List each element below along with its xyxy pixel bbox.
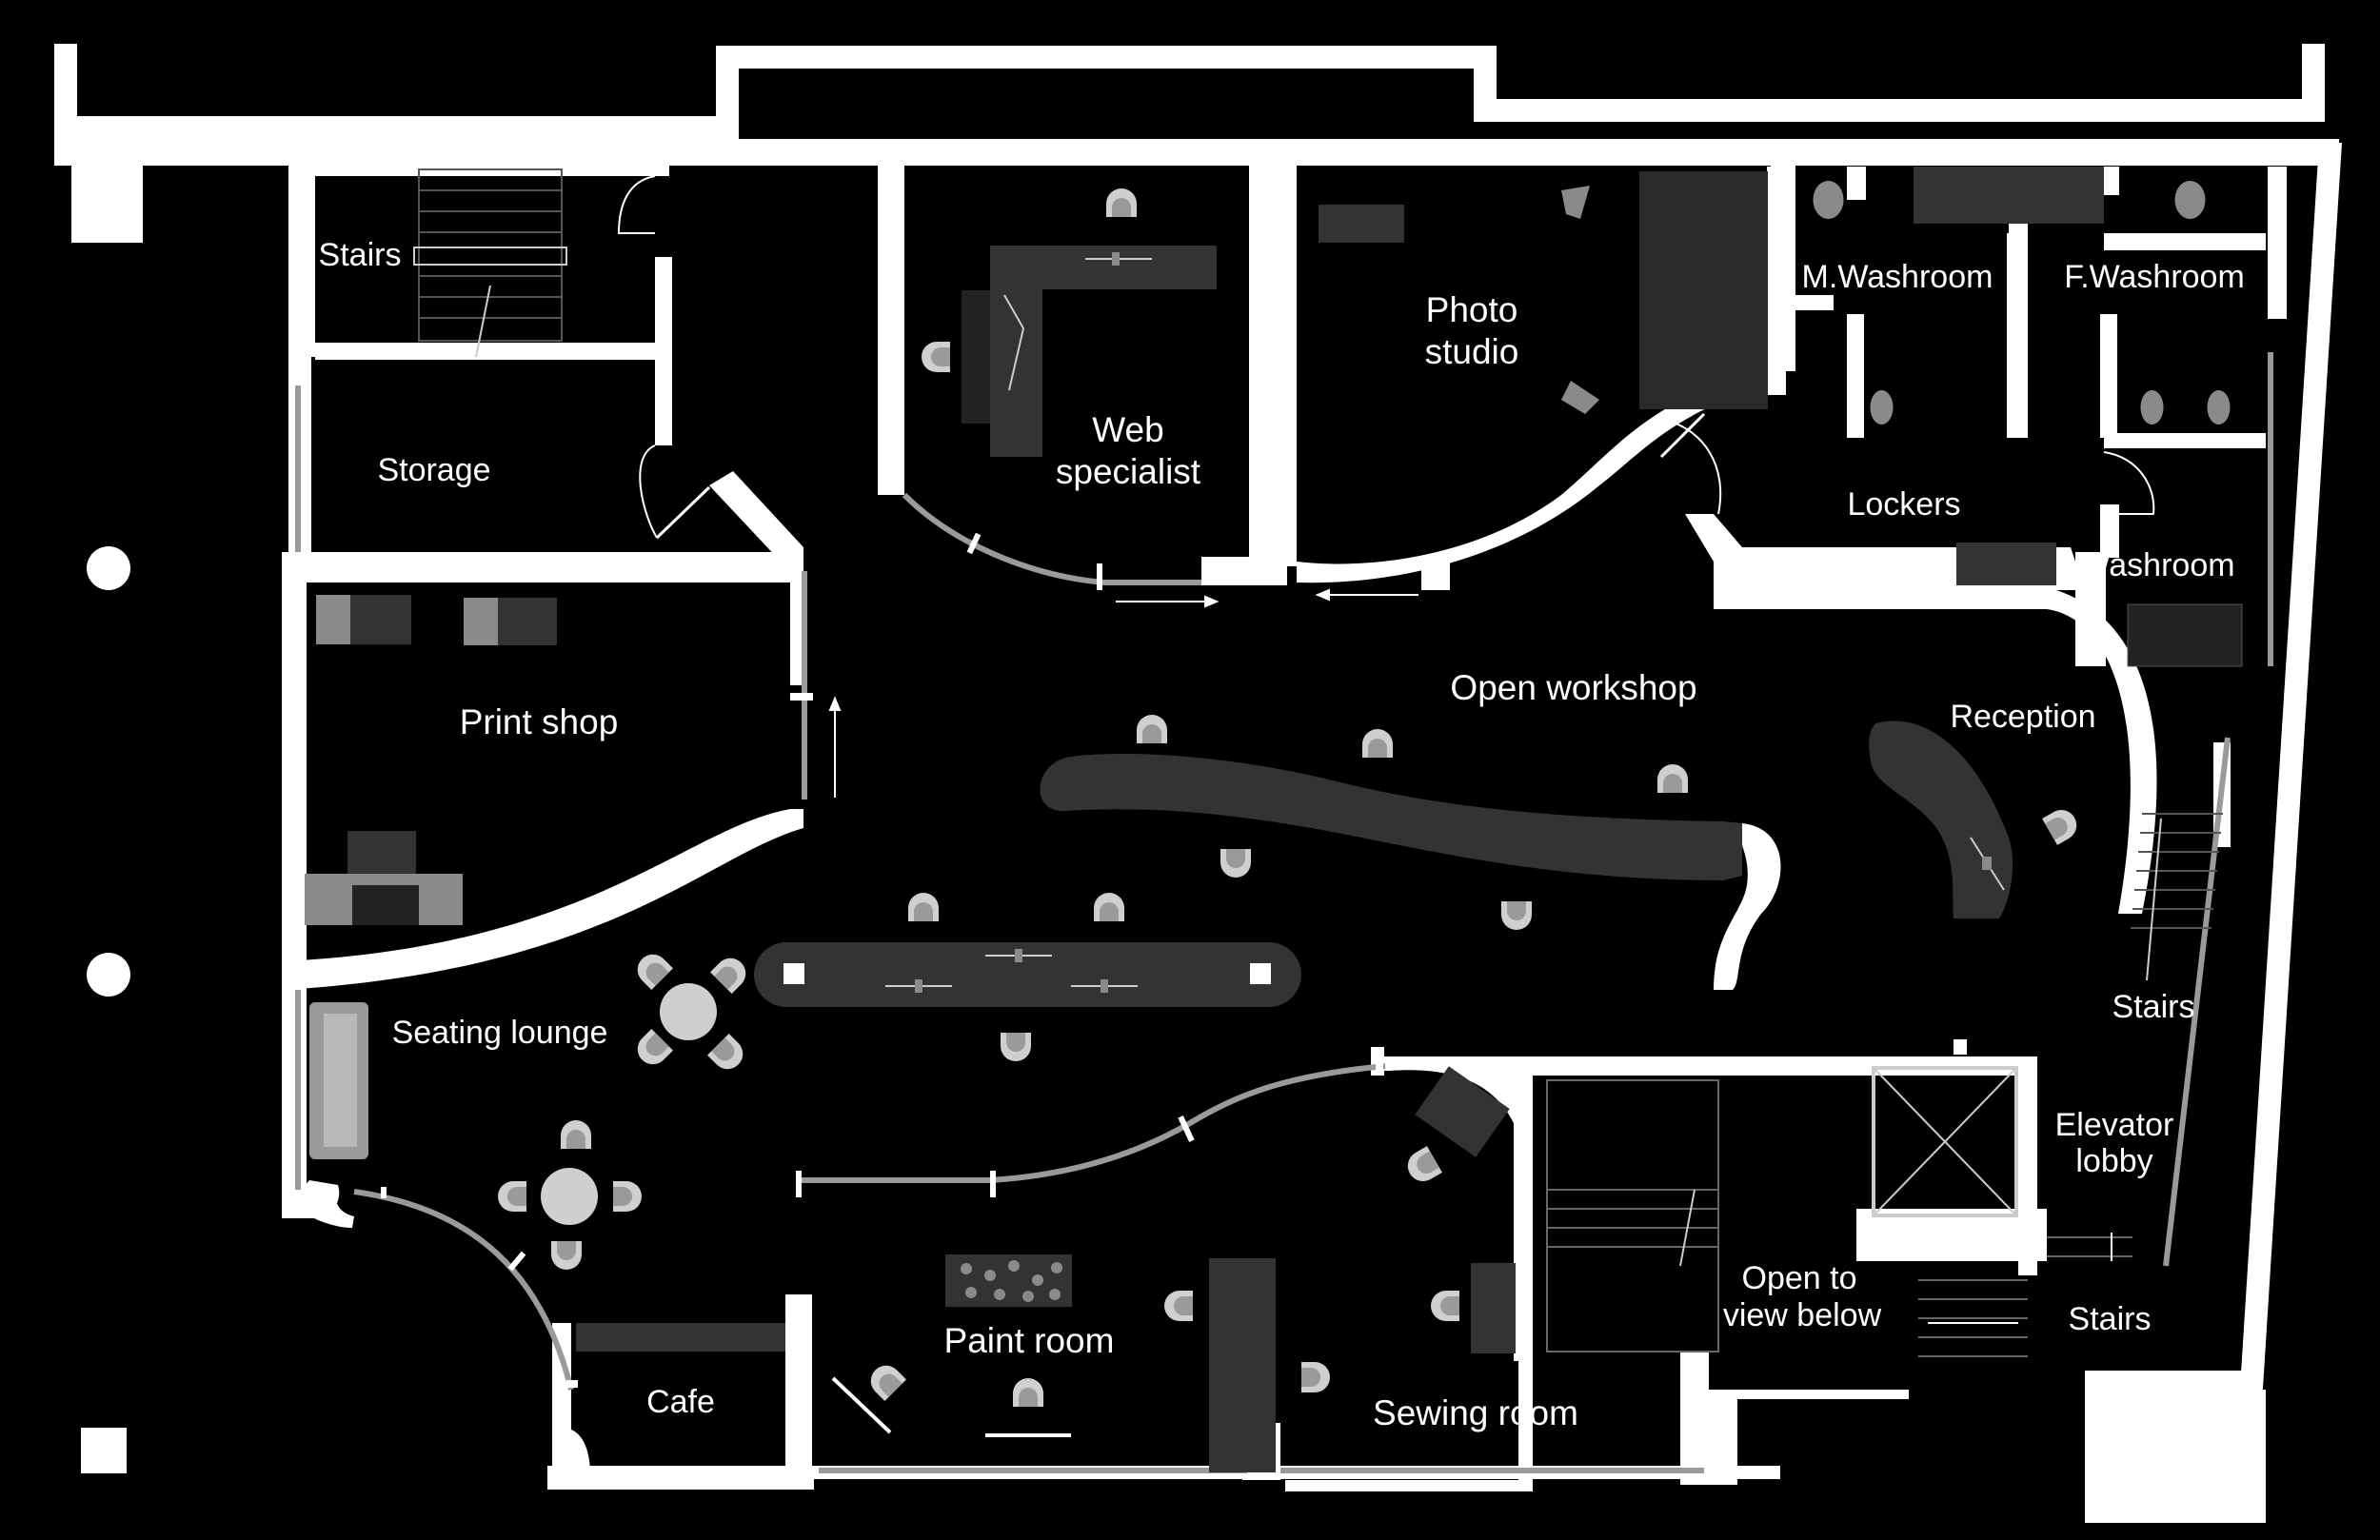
- chair-icon: [1094, 893, 1124, 921]
- chair-icon: [707, 1034, 749, 1076]
- elevator-icon: [1872, 1066, 2018, 1217]
- label-open-to-view-line2: view below: [1723, 1297, 1882, 1333]
- label-f-washroom: F.Washroom: [2064, 259, 2245, 295]
- label-m-washroom: M.Washroom: [1802, 259, 1993, 295]
- label-storage: Storage: [377, 452, 490, 488]
- label-lockers: Lockers: [1847, 486, 1960, 523]
- chair-icon: [1301, 1362, 1330, 1392]
- chair-icon: [710, 952, 752, 994]
- print-shop-furniture: [305, 595, 557, 925]
- washroom-fixtures: [1813, 167, 2243, 667]
- seating-lounge-furniture: [309, 948, 752, 1270]
- stairs-right: [2131, 813, 2223, 981]
- chair-icon: [1657, 764, 1688, 793]
- chair-icon: [908, 893, 939, 921]
- label-elevator-lobby-line2: lobby: [2075, 1143, 2152, 1179]
- doors: [617, 175, 2155, 540]
- open-to-view-below: [1546, 1079, 2132, 1357]
- column-icon: [81, 1428, 127, 1473]
- label-cafe: Cafe: [646, 1384, 715, 1420]
- chair-icon: [631, 948, 673, 990]
- column-icon: [87, 546, 130, 590]
- photo-studio-equipment: [1319, 171, 1768, 414]
- label-sewing-room: Sewing room: [1373, 1393, 1578, 1432]
- label-photo-studio-line1: Photo: [1426, 290, 1518, 329]
- label-stairs-bottom-right: Stairs: [2069, 1301, 2152, 1337]
- web-specialist-desk: [922, 188, 1217, 457]
- door-arc-icon: [1660, 418, 1722, 515]
- chair-icon: [1001, 1033, 1031, 1061]
- label-stairs-right: Stairs: [2112, 989, 2195, 1025]
- glass-walls: [295, 352, 2273, 1473]
- arrows: [828, 588, 2112, 1324]
- workshop-island: [754, 753, 1742, 1007]
- toilet-icon: [2174, 181, 2206, 219]
- toilet-icon: [1813, 181, 1844, 219]
- chair-icon: [1401, 1146, 1442, 1187]
- label-elevator-lobby-line1: Elevator: [2055, 1107, 2174, 1143]
- chair-icon: [1220, 849, 1251, 878]
- chair-icon: [498, 1181, 526, 1212]
- chair-icon: [1164, 1291, 1193, 1321]
- structural-columns: [81, 546, 130, 1473]
- chair-icon: [613, 1181, 642, 1212]
- chair-icon: [1106, 188, 1137, 217]
- chair-icon: [1362, 729, 1393, 758]
- label-washroom: Washroom: [2079, 547, 2234, 583]
- label-photo-studio-line2: studio: [1425, 332, 1519, 371]
- chair-icon: [864, 1359, 906, 1401]
- label-web-specialist-line1: Web: [1092, 410, 1163, 449]
- chair-icon: [551, 1241, 582, 1270]
- label-web-specialist-line2: specialist: [1056, 452, 1201, 491]
- chair-icon: [2042, 804, 2083, 845]
- toilet-icon: [1870, 390, 1894, 424]
- label-open-workshop: Open workshop: [1450, 668, 1696, 707]
- door-arc-icon: [617, 175, 656, 234]
- glass-mullions: [381, 532, 1427, 1388]
- stairs-top-left: [413, 168, 567, 358]
- label-reception: Reception: [1950, 699, 2095, 735]
- label-seating-lounge: Seating lounge: [392, 1015, 608, 1051]
- toilet-icon: [2140, 390, 2164, 424]
- chair-icon: [1431, 1291, 1459, 1321]
- chair-icon: [1013, 1378, 1043, 1407]
- column-icon: [87, 953, 130, 997]
- label-open-to-view-line1: Open to: [1742, 1260, 1857, 1296]
- chair-icon: [922, 342, 950, 372]
- workshop-chairs: [908, 715, 1688, 1061]
- reception-desk: [1869, 721, 2083, 918]
- label-stairs-top-left: Stairs: [319, 237, 402, 273]
- room-labels: Stairs Storage Print shop Web specialist…: [319, 237, 2245, 1432]
- door-arc-icon: [2103, 451, 2155, 515]
- paint-room-furniture: [831, 1254, 1072, 1437]
- sewing-room-furniture: [1164, 1066, 1516, 1472]
- chair-icon: [631, 1029, 673, 1071]
- chair-icon: [1137, 715, 1167, 743]
- label-paint-room: Paint room: [944, 1321, 1115, 1360]
- toilet-icon: [2207, 390, 2231, 424]
- chair-icon: [561, 1120, 591, 1149]
- door-arc-icon: [639, 444, 658, 539]
- label-print-shop: Print shop: [460, 702, 619, 741]
- chair-icon: [1501, 901, 1532, 930]
